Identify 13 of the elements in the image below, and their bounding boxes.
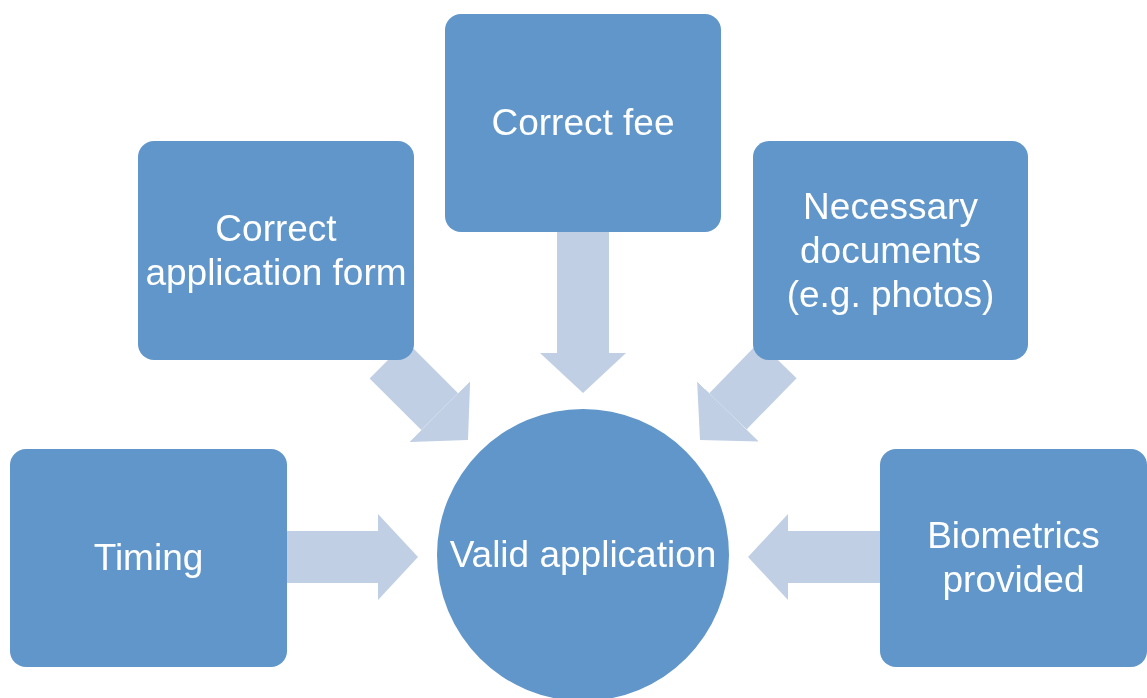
node-label: Biometrics provided <box>926 514 1101 602</box>
block-arrow <box>287 514 418 600</box>
requirement-box <box>445 14 721 232</box>
node-label: Necessary documents (e.g. photos) <box>785 184 996 317</box>
node-label: Valid application <box>449 533 717 577</box>
node-label: Correct fee <box>491 101 675 145</box>
requirement-box <box>753 141 1028 360</box>
requirement-box <box>138 141 414 360</box>
node-label: Correct application form <box>144 206 408 295</box>
requirement-box <box>880 449 1147 667</box>
block-arrow <box>540 232 626 393</box>
requirement-box <box>10 449 287 667</box>
node-label: Timing <box>93 536 204 580</box>
